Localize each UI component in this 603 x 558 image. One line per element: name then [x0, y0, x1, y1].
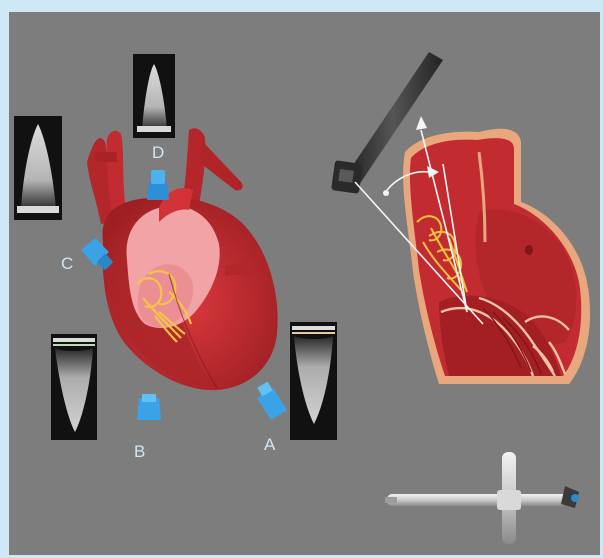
probe-label-c: C	[61, 255, 73, 272]
probe-label-b: B	[134, 443, 145, 460]
ultrasound-image-b	[51, 334, 97, 440]
tee-probe-handle	[385, 452, 579, 544]
probe-a-icon	[257, 382, 287, 420]
probe-b-icon	[137, 394, 161, 420]
ultrasound-image-a	[290, 322, 337, 440]
probe-label-a: A	[264, 436, 275, 453]
ultrasound-image-c	[14, 116, 62, 220]
figure-panel: D C B A	[9, 12, 600, 555]
probe-d-icon	[147, 170, 169, 200]
ultrasound-image-d	[133, 54, 175, 138]
probe-label-d: D	[152, 144, 164, 161]
heart-illustration	[87, 128, 278, 390]
heart-ultrasound-illustration	[9, 12, 600, 555]
